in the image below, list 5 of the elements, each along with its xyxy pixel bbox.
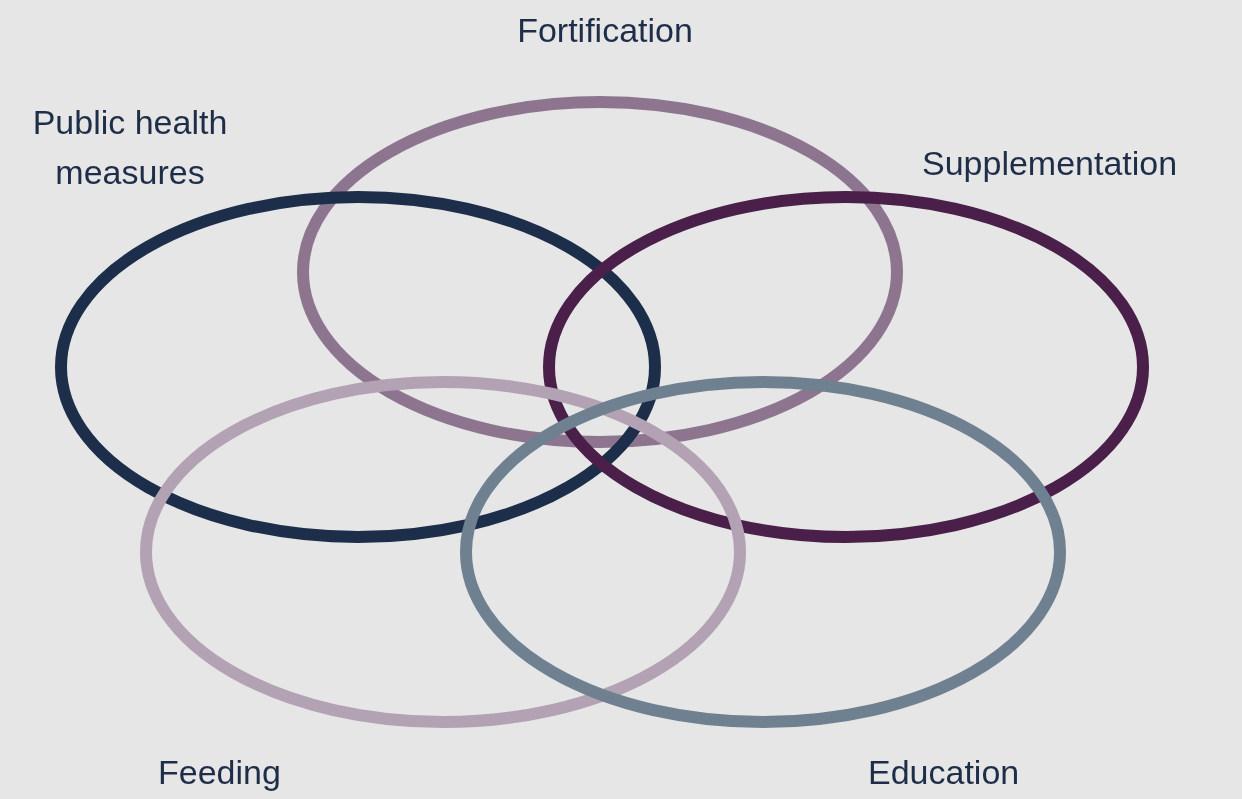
set-label: Supplementation xyxy=(922,143,1179,184)
set-label: Public health measures xyxy=(31,102,229,193)
set-label: Feeding xyxy=(158,752,282,793)
set-label: Education xyxy=(868,752,1021,793)
set-label: Fortification xyxy=(516,10,694,51)
